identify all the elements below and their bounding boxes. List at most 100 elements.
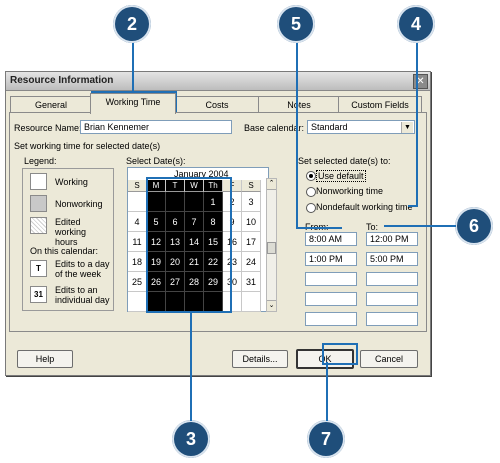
select-dates-label: Select Date(s): — [126, 156, 186, 166]
tab-costs[interactable]: Costs — [174, 96, 260, 113]
from-time-field[interactable]: 8:00 AM — [305, 232, 357, 246]
calendar-day-cell[interactable] — [223, 292, 242, 312]
set-selected-label: Set selected date(s) to: — [298, 156, 391, 166]
callout-4-line — [416, 43, 418, 207]
calendar-day-header[interactable]: S — [128, 180, 147, 192]
radio-use-default-label[interactable]: Use default — [316, 170, 366, 182]
calendar-day-cell[interactable]: 17 — [242, 232, 261, 252]
calendar-day-header[interactable]: T — [166, 180, 185, 192]
calendar-day-cell[interactable]: 27 — [166, 272, 185, 292]
calendar-day-cell[interactable] — [128, 292, 147, 312]
scroll-up-arrow[interactable]: ⌃ — [267, 179, 276, 190]
calendar-day-cell[interactable] — [147, 192, 166, 212]
close-icon: ✕ — [416, 76, 425, 87]
calendar-day-cell[interactable]: 6 — [166, 212, 185, 232]
callout-6: 6 — [455, 207, 493, 245]
chevron-down-icon[interactable]: ▼ — [401, 122, 413, 133]
calendar-day-cell[interactable] — [166, 192, 185, 212]
calendar-day-cell[interactable]: 29 — [204, 272, 223, 292]
callout-5-line — [296, 43, 298, 229]
resource-name-label: Resource Name: — [14, 123, 82, 133]
calendar-day-cell[interactable]: 21 — [185, 252, 204, 272]
radio-nondefault-working-time[interactable] — [306, 203, 316, 213]
calendar-day-cell[interactable]: 7 — [185, 212, 204, 232]
individual-day-swatch: 31 — [30, 286, 47, 303]
calendar-day-cell[interactable]: 24 — [242, 252, 261, 272]
radio-use-default[interactable] — [306, 171, 316, 181]
calendar-day-cell[interactable]: 28 — [185, 272, 204, 292]
radio-nondefault-label[interactable]: Nondefault working time — [316, 202, 413, 212]
calendar-day-cell[interactable]: 15 — [204, 232, 223, 252]
cancel-button[interactable]: Cancel — [360, 350, 418, 368]
dialog-title: Resource Information — [10, 75, 114, 86]
calendar-day-cell[interactable]: 19 — [147, 252, 166, 272]
calendar-day-cell[interactable]: 22 — [204, 252, 223, 272]
title-bar: Resource Information ✕ — [6, 72, 430, 91]
to-time-field[interactable] — [366, 312, 418, 326]
calendar-day-cell[interactable]: 4 — [128, 212, 147, 232]
legend-day-of-week: Edits to a day of the week — [55, 259, 110, 279]
base-calendar-value: Standard — [311, 122, 348, 132]
callout-4: 4 — [397, 5, 435, 43]
callout-3: 3 — [172, 420, 210, 458]
calendar-day-cell[interactable]: 3 — [242, 192, 261, 212]
calendar-day-cell[interactable]: 13 — [166, 232, 185, 252]
legend-edited: Edited working hours — [55, 217, 87, 247]
calendar-day-cell[interactable] — [185, 192, 204, 212]
legend-on-calendar: On this calendar: — [30, 246, 99, 256]
calendar-day-header[interactable]: Th — [204, 180, 223, 192]
from-time-field[interactable] — [305, 272, 357, 286]
tab-working-time[interactable]: Working Time — [90, 93, 176, 114]
tab-custom-fields[interactable]: Custom Fields — [338, 96, 422, 113]
from-time-field[interactable]: 1:00 PM — [305, 252, 357, 266]
calendar-day-cell[interactable]: 14 — [185, 232, 204, 252]
calendar-day-cell[interactable]: 8 — [204, 212, 223, 232]
callout-6-line — [384, 225, 456, 227]
legend-nonworking: Nonworking — [55, 199, 103, 209]
to-label: To: — [366, 222, 379, 232]
tab-general[interactable]: General — [10, 96, 92, 113]
resource-name-field[interactable]: Brian Kennemer — [80, 120, 232, 134]
edited-swatch — [30, 217, 47, 234]
calendar-day-header[interactable]: W — [185, 180, 204, 192]
from-time-field[interactable] — [305, 292, 357, 306]
legend-title: Legend: — [24, 156, 57, 166]
calendar-day-cell[interactable]: 10 — [242, 212, 261, 232]
calendar-day-cell[interactable]: 1 — [204, 192, 223, 212]
calendar-day-header[interactable]: S — [242, 180, 261, 192]
to-time-field[interactable] — [366, 272, 418, 286]
to-time-field[interactable]: 5:00 PM — [366, 252, 418, 266]
calendar-day-cell[interactable]: 12 — [147, 232, 166, 252]
base-calendar-dropdown[interactable]: Standard ▼ — [307, 120, 415, 134]
radio-nonworking-time[interactable] — [306, 187, 316, 197]
calendar-day-cell[interactable] — [242, 292, 261, 312]
day-of-week-swatch: T — [30, 260, 47, 277]
from-time-field[interactable] — [305, 312, 357, 326]
calendar-day-cell[interactable]: 5 — [147, 212, 166, 232]
legend-working: Working — [55, 177, 88, 187]
calendar-scrollbar[interactable]: ⌃ ⌄ — [266, 178, 277, 312]
scroll-thumb[interactable] — [267, 242, 276, 254]
calendar-day-cell[interactable]: 25 — [128, 272, 147, 292]
calendar-day-cell[interactable]: 18 — [128, 252, 147, 272]
calendar-day-cell[interactable]: 26 — [147, 272, 166, 292]
calendar-day-header[interactable]: M — [147, 180, 166, 192]
callout-4-line-h — [408, 205, 418, 207]
calendar-day-cell[interactable]: 11 — [128, 232, 147, 252]
details-button[interactable]: Details... — [232, 350, 288, 368]
legend-individual-day: Edits to an individual day — [55, 285, 110, 305]
radio-nonworking-label[interactable]: Nonworking time — [316, 186, 384, 196]
set-working-time-label: Set working time for selected date(s) — [14, 141, 161, 151]
callout-3-line — [190, 313, 192, 421]
scroll-down-arrow[interactable]: ⌄ — [267, 300, 276, 311]
calendar-day-cell[interactable] — [128, 192, 147, 212]
help-button[interactable]: Help — [17, 350, 73, 368]
calendar-month: January 2004 — [174, 169, 229, 179]
calendar-day-cell[interactable]: 31 — [242, 272, 261, 292]
to-time-field[interactable]: 12:00 PM — [366, 232, 418, 246]
to-time-field[interactable] — [366, 292, 418, 306]
calendar-day-cell[interactable]: 20 — [166, 252, 185, 272]
tab-notes[interactable]: Notes — [258, 96, 340, 113]
callout-2-line — [132, 43, 134, 109]
